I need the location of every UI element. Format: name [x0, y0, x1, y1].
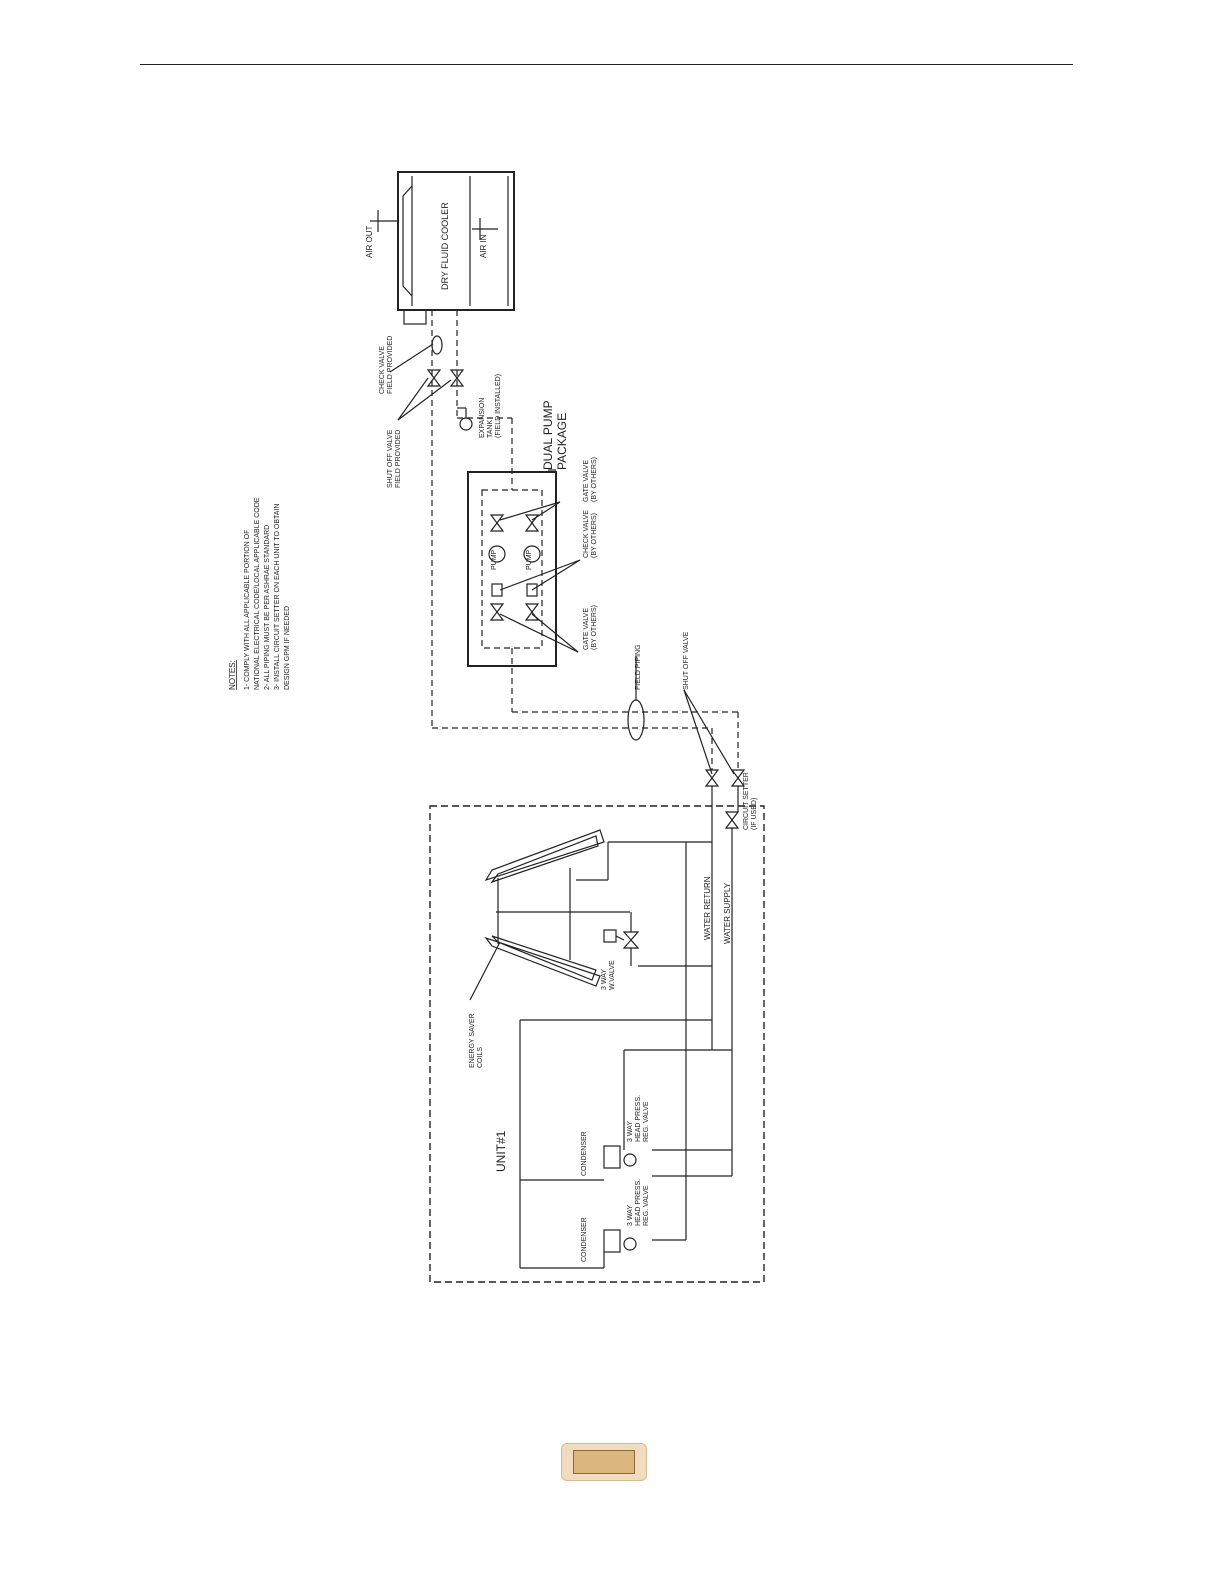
pump-label-1: PUMP	[491, 549, 498, 570]
air-out-label: AIR OUT	[365, 225, 374, 258]
hp-valve-2-label-2: HEAD PRESS.	[635, 1179, 642, 1226]
check-valve-others-label-2: (BY OTHERS)	[591, 513, 598, 558]
hp-valve-1-label-1: 3 WAY	[627, 1121, 634, 1142]
gate-valve-top-label-1: GATE VALVE	[583, 460, 590, 502]
hp-valve-1-label-2: HEAD PRESS.	[635, 1095, 642, 1142]
shut-off-valve-label: SHUT OFF VALVE	[683, 631, 690, 690]
cooler-connections: CHECK VALVE FIELD PROVIDED SHUT OFF VALV…	[379, 310, 513, 728]
dry-fluid-cooler-label: DRY FLUID COOLER	[440, 202, 450, 290]
field-piping-label: FIELD PIPING	[635, 644, 642, 690]
dual-pump-label-1: DUAL PUMP	[541, 400, 555, 470]
expansion-tank-label-3: (FIELD INSTALLED)	[495, 374, 502, 438]
air-in-label: AIR IN	[479, 234, 488, 258]
note-line-4: 3- INSTALL CIRCUIT SETTER ON EACH UNIT T…	[274, 504, 281, 690]
gate-valve-bottom-label-1: GATE VALVE	[583, 608, 590, 650]
notes-block: NOTES: 1- COMPLY WITH ALL APPLICABLE POR…	[228, 497, 291, 690]
condenser-2-label: CONDENSER	[581, 1217, 588, 1262]
circuit-setter-label-1: CIRCUIT SETTER	[743, 772, 750, 830]
note-line-5: DESIGN GPM IF NEEDED	[284, 606, 291, 690]
check-valve-field-label-2: FIELD PROVIDED	[387, 336, 394, 394]
note-line-2: NATIONAL ELECTRICAL CODE/LOCAL APPLICABL…	[254, 497, 261, 690]
shut-off-valve-field-label-2: FIELD PROVIDED	[395, 430, 402, 488]
circuit-setter-label-2: (IF USED)	[751, 798, 758, 830]
pump-label-2: PUMP	[526, 549, 533, 570]
energy-saver-label-2: COILS	[477, 1047, 484, 1068]
water-supply-label: WATER SUPPLY	[723, 882, 732, 944]
water-return-label: WATER RETURN	[703, 876, 712, 940]
expansion-tank-label-1: EXPANSION	[479, 398, 486, 438]
shut-off-valve-field-label-1: SHUT OFF VALVE	[387, 429, 394, 488]
page-number	[573, 1450, 635, 1474]
gate-valve-bottom-label-2: (BY OTHERS)	[591, 605, 598, 650]
page-number-badge	[561, 1443, 647, 1481]
dual-pump-package: PUMP PUMP DUAL PUMP PACKAGE GATE VALVE (…	[467, 400, 598, 712]
hp-valve-2-label-1: 3 WAY	[627, 1205, 634, 1226]
header-rule	[140, 64, 1073, 65]
notes-heading: NOTES:	[228, 660, 237, 690]
note-line-3: 2- ALL PIPING MUST BE PER ASHRAE STANDAR…	[264, 525, 271, 690]
check-valve-field-label-1: CHECK VALVE	[379, 346, 386, 394]
three-way-valve-label-2: W.VALVE	[609, 960, 616, 990]
expansion-tank-label-2: TANK	[487, 420, 494, 438]
check-valve-others-label-1: CHECK VALVE	[583, 510, 590, 558]
field-piping: FIELD PIPING SHUT OFF VALVE CIRCUIT SETT…	[432, 631, 758, 842]
hp-valve-1-label-3: REG. VALVE	[643, 1101, 650, 1142]
gate-valve-top-label-2: (BY OTHERS)	[591, 457, 598, 502]
condenser-1-label: CONDENSER	[581, 1131, 588, 1176]
unit-1: UNIT#1 ENERGY SAVER COILS 3 WAY W.VALVE	[429, 805, 765, 1283]
unit-name: UNIT#1	[494, 1130, 508, 1172]
energy-saver-label-1: ENERGY SAVER	[469, 1013, 476, 1068]
dry-fluid-cooler: AIR OUT AIR IN DRY FLUID COOLER	[365, 171, 515, 325]
three-way-valve-label-1: 3 WAY	[601, 969, 608, 990]
note-line-1: 1- COMPLY WITH ALL APPLICABLE PORTION OF	[244, 530, 251, 690]
hp-valve-2-label-3: REG. VALVE	[643, 1185, 650, 1226]
dual-pump-label-2: PACKAGE	[555, 413, 569, 470]
